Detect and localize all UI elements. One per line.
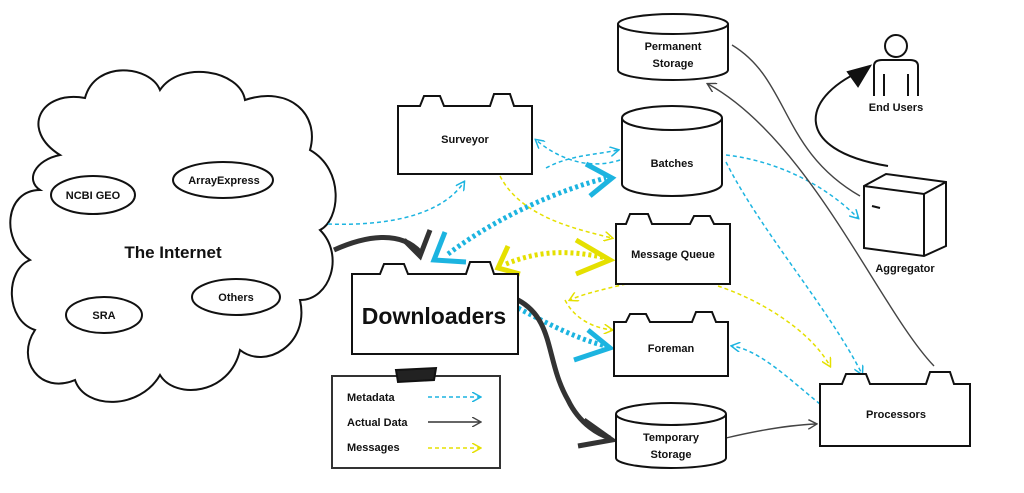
processors-label: Processors — [866, 409, 926, 421]
temporary-storage-node: Temporary Storage — [615, 402, 727, 469]
legend-label-actual-data: Actual Data — [347, 417, 408, 429]
flow-foreman-head — [573, 328, 616, 363]
source-arrayexpress-label: ArrayExpress — [188, 175, 260, 187]
source-others: Others — [191, 278, 281, 316]
downloaders-label: Downloaders — [362, 303, 506, 329]
edge-queue-foreman-b — [564, 299, 612, 330]
temporary-storage-label-2: Storage — [651, 449, 692, 461]
edge-queue-processors — [717, 285, 830, 366]
temporary-storage-label-1: Temporary — [643, 432, 700, 444]
aggregator-label: Aggregator — [875, 263, 935, 275]
flow-downloaders-batches — [446, 175, 607, 257]
internet-cloud: The Internet NCBI GEO ArrayExpress SRA O… — [9, 69, 337, 403]
flow-downloaders-foreman — [516, 305, 607, 349]
flow-downloaders-head-blue — [430, 231, 467, 265]
connectors — [327, 44, 935, 439]
downloaders-node: Downloaders — [351, 261, 519, 355]
permanent-storage-label-1: Permanent — [645, 41, 702, 53]
source-sra-label: SRA — [92, 310, 115, 322]
edge-aggregator-endusers-head — [846, 64, 873, 88]
flow-internet-downloaders-head — [402, 229, 433, 261]
edge-aggregator-endusers — [814, 67, 889, 167]
flow-downloaders-queue — [505, 250, 607, 267]
message-queue-node: Message Queue — [615, 213, 731, 285]
batches-node: Batches — [621, 105, 723, 197]
edge-batches-aggregator — [725, 154, 858, 218]
foreman-label: Foreman — [648, 343, 695, 355]
edge-processors-perm — [708, 84, 935, 367]
edge-batches-surveyor — [536, 140, 621, 165]
edge-surveyor-batches — [545, 150, 618, 169]
legend-label-metadata: Metadata — [347, 392, 396, 404]
surveyor-label: Surveyor — [441, 134, 489, 146]
flow-downloaders-head-yellow — [494, 244, 521, 277]
surveyor-node: Surveyor — [397, 93, 533, 175]
permanent-storage-node: Permanent Storage — [617, 13, 729, 81]
edge-perm-aggregator — [731, 44, 861, 197]
edge-internet-surveyor — [327, 182, 464, 226]
end-users-label: End Users — [869, 102, 923, 114]
end-users-node: End Users — [869, 34, 923, 114]
flow-batches-head — [584, 161, 617, 198]
legend: Metadata Actual Data Messages — [331, 366, 501, 469]
edge-queue-foreman-a — [570, 283, 627, 300]
thick-flows — [332, 161, 619, 449]
source-others-label: Others — [218, 292, 253, 304]
flow-downloaders-temp — [516, 297, 611, 441]
edge-processors-foreman — [732, 346, 821, 405]
source-sra: SRA — [65, 296, 143, 334]
batches-label: Batches — [651, 158, 694, 170]
aggregator-node: Aggregator — [863, 172, 947, 275]
legend-label-messages: Messages — [347, 442, 400, 454]
source-arrayexpress: ArrayExpress — [172, 161, 274, 199]
source-ncbi-geo: NCBI GEO — [50, 175, 136, 215]
flow-temp-head — [577, 417, 619, 449]
message-queue-label: Message Queue — [631, 249, 715, 261]
person-icon — [873, 34, 919, 96]
legend-tape — [394, 366, 438, 384]
source-ncbi-geo-label: NCBI GEO — [66, 190, 121, 202]
edge-batches-processors — [725, 161, 862, 374]
flow-queue-head — [574, 237, 616, 277]
edge-temp-processors — [725, 424, 816, 439]
permanent-storage-label-2: Storage — [653, 58, 694, 70]
foreman-node: Foreman — [613, 311, 729, 377]
processors-node: Processors — [819, 371, 971, 447]
internet-title: The Internet — [124, 243, 222, 262]
edge-surveyor-queue — [499, 175, 612, 238]
